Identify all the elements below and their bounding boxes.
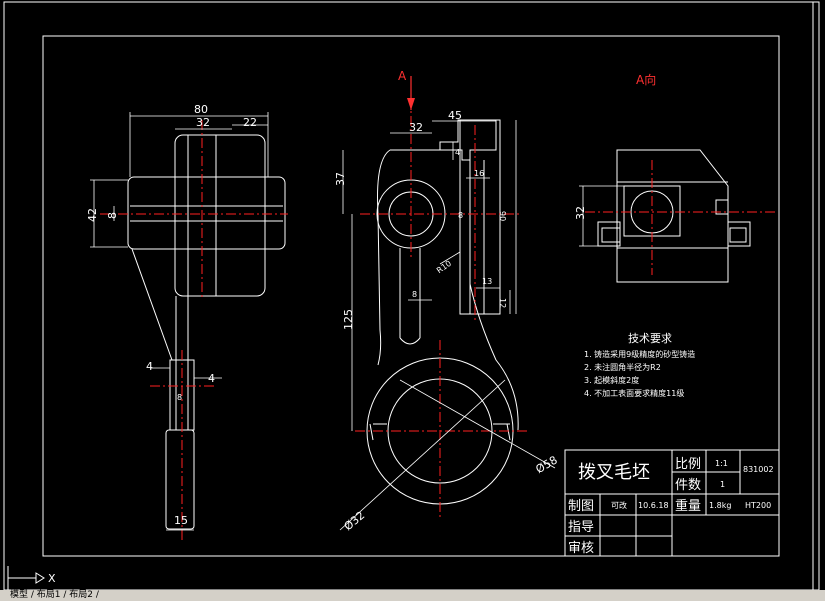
guide-label: 指导 [568, 520, 594, 535]
requirements-title: 技术要求 [628, 332, 672, 345]
ucs-x-label: X [48, 572, 56, 585]
dim-37: 37 [334, 172, 347, 186]
requirement-1: 1. 铸造采用9级精度的砂型铸造 [584, 349, 695, 359]
dim-32-top: 32 [196, 116, 210, 129]
dim-16: 16 [474, 169, 484, 178]
requirement-4: 4. 不加工表面要求精度11级 [584, 388, 684, 398]
dim-phi32: Ø32 [342, 509, 368, 534]
weight-value: 1.8kg [709, 501, 731, 510]
title-block [564, 449, 780, 557]
scale-value: 1:1 [715, 459, 728, 468]
dim-45: 45 [448, 109, 462, 122]
front-view [355, 76, 530, 520]
material: HT200 [745, 501, 771, 510]
dim-32-front: 32 [409, 121, 423, 134]
dim-8-left: 8 [106, 212, 119, 219]
drawn-date: 10.6.18 [638, 501, 669, 510]
weight-label: 重量 [675, 498, 701, 514]
dim-phi58: Ø58 [534, 453, 560, 476]
side-view [100, 120, 288, 540]
dim-12: 12 [498, 298, 507, 308]
side-view-dimensions [90, 112, 269, 531]
quantity-value: 1 [720, 480, 725, 489]
dim-r10: R10 [435, 259, 453, 275]
part-name: 拨叉毛坯 [578, 462, 650, 483]
quantity-label: 件数 [675, 478, 701, 493]
scale-label: 比例 [675, 457, 701, 472]
dim-8-front: 8 [458, 211, 463, 220]
technical-requirements: 技术要求 1. 铸造采用9级精度的砂型铸造 2. 未注圆角半径为R2 3. 起模… [584, 332, 695, 398]
dim-80: 80 [194, 103, 208, 116]
view-a-label: A向 [636, 72, 656, 87]
dim-15: 15 [174, 514, 188, 527]
dim-90: 90 [498, 211, 507, 221]
layout-tabs-bar[interactable]: 模型 / 布局1 / 布局2 / [0, 590, 825, 601]
dim-4-b: 4 [208, 372, 215, 385]
front-view-dimensions [339, 120, 556, 531]
dim-42: 42 [86, 208, 99, 222]
a-view-dimensions [579, 185, 624, 247]
review-label: 审核 [568, 541, 594, 556]
drawn-label: 制图 [568, 499, 594, 514]
requirement-2: 2. 未注圆角半径为R2 [584, 362, 661, 372]
dim-13: 13 [482, 277, 492, 286]
dim-125: 125 [342, 309, 355, 330]
dim-8-slot: 8 [412, 290, 417, 299]
dim-32-side: 32 [574, 206, 587, 220]
dim-4-front: 4 [455, 148, 460, 157]
dim-4-a: 4 [146, 360, 153, 373]
section-a-marker: A [398, 69, 407, 83]
dim-22: 22 [243, 116, 257, 129]
ucs-icon [7, 566, 45, 590]
layout-tabs[interactable]: 模型 / 布局1 / 布局2 / [10, 590, 99, 600]
requirement-3: 3. 起模斜度2度 [584, 375, 639, 385]
drawing-code: 831002 [743, 465, 774, 474]
a-direction-view [585, 149, 775, 283]
dim-8-small: 8 [177, 393, 182, 402]
drawn-by: 可改 [611, 500, 627, 510]
